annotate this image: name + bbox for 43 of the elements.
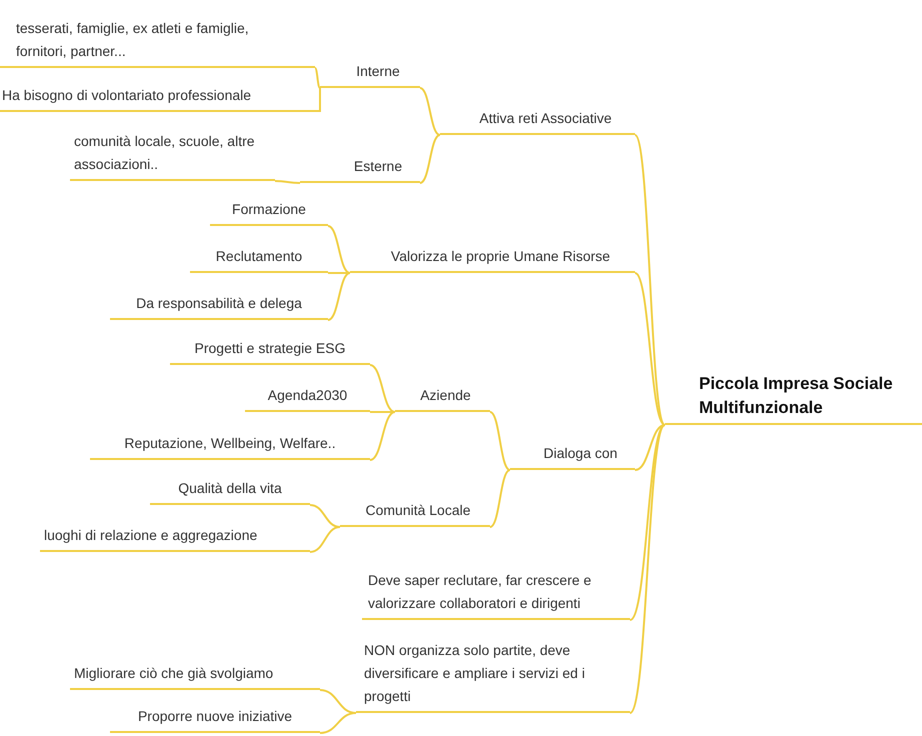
topic-text: Migliorare ciò che già svolgiamo xyxy=(74,664,274,683)
connector-line xyxy=(634,272,666,426)
connector-line xyxy=(328,272,350,274)
topic-text: NON organizza solo partite, deve diversificare e ampliare i servizi ed i progetti xyxy=(364,641,586,706)
topic-text: Qualità della vita xyxy=(177,479,283,498)
topic-text: Progetti e strategie ESG xyxy=(194,339,346,358)
topic-text: luoghi di relazione e aggregazione xyxy=(44,526,258,545)
topic-text: Comunità Locale xyxy=(364,501,472,520)
topic-text: tesserati, famiglie, ex atleti e famiglie, fornitori, partner... xyxy=(16,19,250,61)
connector-line xyxy=(370,364,396,413)
topic-text: Aziende xyxy=(419,386,472,405)
connector-line xyxy=(320,712,356,734)
topic-text: Attiva reti Associative xyxy=(478,109,613,128)
topic-text: Interne xyxy=(355,62,401,81)
connector-line xyxy=(310,526,340,553)
connector-line xyxy=(328,225,350,274)
topic-text: comunità locale, scuole, altre associazioni.. xyxy=(74,132,256,174)
connector-line xyxy=(420,87,440,136)
connector-line xyxy=(370,411,395,413)
connector-line xyxy=(490,411,510,471)
connector-line xyxy=(490,469,510,528)
connector-line xyxy=(314,67,321,89)
topic-text: Dialoga con xyxy=(542,444,618,463)
connector-line xyxy=(634,424,666,471)
connector-line xyxy=(629,424,666,714)
connector-line xyxy=(319,88,321,112)
topic-text: Da responsabilità e delega xyxy=(135,294,303,313)
topic-text: Piccola Impresa Sociale Multifunzionale xyxy=(699,373,894,419)
topic-text: Reputazione, Wellbeing, Welfare.. xyxy=(123,434,337,453)
connector-line xyxy=(420,134,440,184)
topic-text: Reclutamento xyxy=(214,247,304,266)
connector-line xyxy=(310,504,340,528)
connector-line xyxy=(634,134,666,426)
connector-line xyxy=(370,411,396,461)
topic-text: Esterne xyxy=(352,157,404,176)
topic-text: Deve saper reclutare, far crescere e valorizzare collaboratori e dirigenti xyxy=(368,571,592,613)
topic-text: Valorizza le proprie Umane Risorse xyxy=(390,247,612,266)
topic-text: Agenda2030 xyxy=(266,386,348,405)
topic-text: Proporre nuove iniziative xyxy=(136,707,294,726)
topic-text: Formazione xyxy=(231,200,307,219)
connector-line xyxy=(274,180,300,184)
topic-text: Ha bisogno di volontariato professionale xyxy=(2,86,252,105)
connector-line xyxy=(328,272,350,321)
